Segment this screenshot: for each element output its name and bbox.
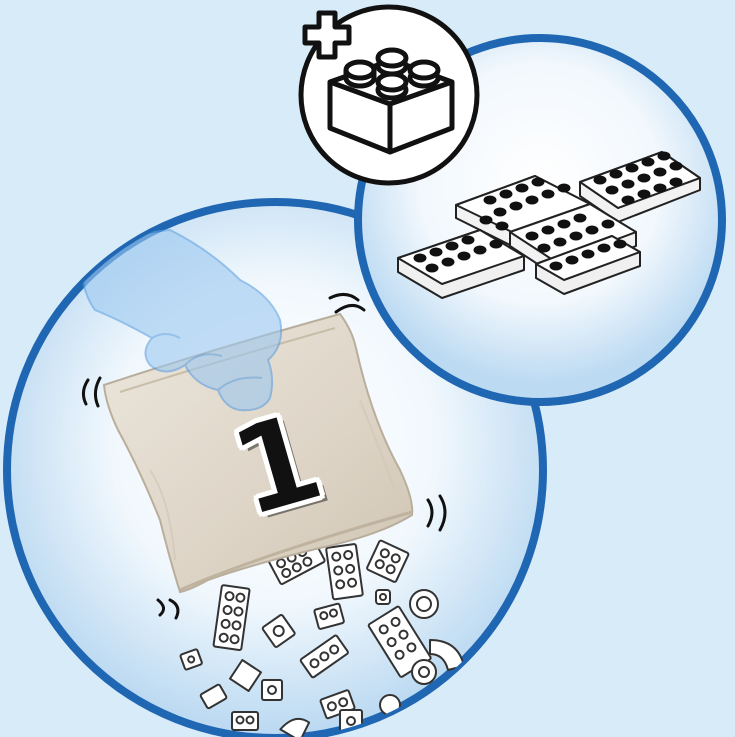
new-brick-icon-bubble bbox=[301, 7, 477, 183]
brick-shape bbox=[410, 590, 438, 618]
brick-shape bbox=[232, 712, 258, 730]
brick-shape bbox=[412, 660, 436, 684]
brick-shape bbox=[376, 590, 390, 604]
brick-shape bbox=[326, 544, 363, 600]
lego-brick-icon bbox=[330, 50, 452, 152]
brick-shape bbox=[262, 680, 282, 700]
